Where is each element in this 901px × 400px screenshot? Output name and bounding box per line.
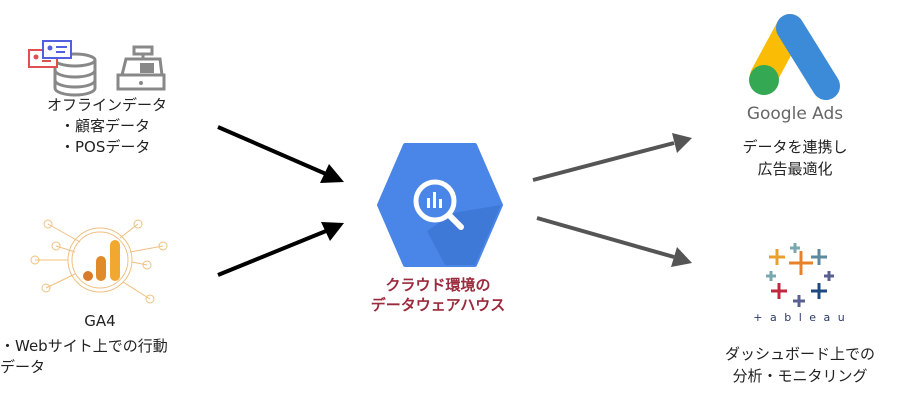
customer-database-icon	[28, 40, 97, 97]
ga4-line2: データ	[0, 358, 46, 376]
ga4-line1: ・Webサイト上での行動	[0, 337, 168, 355]
tableau-line2: 分析・モニタリング	[732, 367, 868, 385]
ga4-title: GA4	[84, 312, 116, 330]
offline-item-customer: ・顧客データ	[60, 117, 151, 135]
arrow-dwh-to-tableau	[536, 216, 692, 267]
dwh-line1: クラウド環境の	[385, 276, 491, 294]
tableau-line1: ダッシュボード上での	[724, 345, 876, 363]
arrow-dwh-to-ads	[532, 133, 692, 182]
ads-line1: データを連携し	[742, 138, 848, 156]
bigquery-icon	[377, 143, 503, 267]
tableau-logo-text: + a b l e a u	[753, 311, 847, 324]
google-analytics-icon	[30, 219, 168, 304]
ads-line2: 広告最適化	[757, 160, 833, 178]
google-ads-logo-text: Google Ads	[746, 104, 844, 124]
google-ads-logo-icon	[749, 14, 840, 100]
dwh-line2: データウェアハウス	[370, 296, 506, 314]
offline-item-pos: ・POSデータ	[60, 138, 151, 156]
offline-title: オフラインデータ	[46, 96, 168, 114]
tableau-logo-icon	[766, 243, 834, 307]
arrow-offline-to-dwh	[217, 125, 344, 183]
cash-register-icon	[116, 45, 166, 91]
arrow-ga4-to-dwh	[217, 222, 344, 277]
